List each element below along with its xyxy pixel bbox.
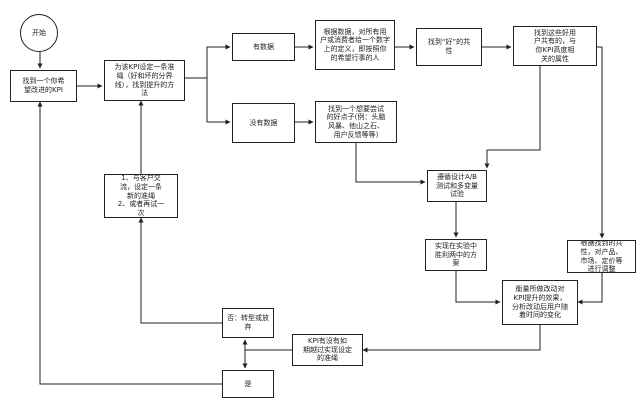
- yes-node: 是: [222, 370, 274, 398]
- has-data-node: 有数据: [232, 33, 295, 61]
- no-pivot-node: 否：转型或放 弃: [222, 308, 274, 338]
- no-data-label: 没有数据: [249, 118, 278, 127]
- no-data-node: 没有数据: [232, 103, 295, 143]
- find-user-traits-label: 找到这些好用 户共有的，与 你KPI高度相 关的属性: [534, 28, 576, 63]
- kpi-check-label: KPI有没有如 期越过实现设定 的准绳: [303, 336, 352, 363]
- edge-traits-productadjust: [597, 46, 605, 239]
- set-kpi-standard-node: 为该KPI设定一条准 绳（好和坏的分界 线），找到提升的方 法: [104, 60, 185, 101]
- set-kpi-standard-label: 为该KPI设定一条准 绳（好和坏的分界 线），找到提升的方 法: [114, 63, 175, 98]
- implement-experiment-label: 实现在实验中 胜利两中的方 案: [435, 241, 477, 268]
- edge-productadjust-measure: [577, 273, 603, 305]
- edge-kpicheck-nopivot: [242, 339, 292, 351]
- find-good-commonality-label: 找到“好”的共 性: [427, 38, 471, 55]
- has-data-label: 有数据: [253, 42, 274, 51]
- edge-measure-kpicheck: [362, 325, 541, 353]
- measure-effect-node: 衡量所做改动对 KPI提升的效果， 分析改动后用户随 着时间的变化: [502, 280, 578, 325]
- find-kpi-label: 找到一个你希 望改进的KPI: [22, 77, 65, 94]
- implement-experiment-node: 实现在实验中 胜利两中的方 案: [425, 239, 487, 271]
- customer-communication-label: 1、与客户交 流，设定一条 新的准绳 2、或者再试一 次: [117, 174, 165, 218]
- edge-standard-hasdata: [185, 44, 231, 79]
- product-adjust-node: 根据找到的共 性，对产品、 市场、定价等 进行调整: [567, 240, 636, 273]
- measure-effect-label: 衡量所做改动对 KPI提升的效果， 分析改动后用户随 着时间的变化: [512, 285, 568, 320]
- product-adjust-label: 根据找到的共 性，对产品、 市场、定价等 进行调整: [580, 240, 623, 273]
- edge-hypothesis-abtest: [355, 143, 426, 185]
- find-hypothesis-node: 找到一个想要尝试 的好点子(例：头脑 风暴、他山之石、 用户反馈等等): [315, 101, 397, 143]
- yes-label: 是: [244, 379, 252, 388]
- edge-standard-nodata: [206, 78, 231, 125]
- no-pivot-label: 否：转型或放 弃: [227, 314, 269, 331]
- find-kpi-node: 找到一个你希 望改进的KPI: [10, 70, 77, 102]
- kpi-check-node: KPI有没有如 期越过实现设定 的准绳: [292, 334, 363, 366]
- start-node-label: 开始: [32, 28, 46, 37]
- customer-communication-node: 1、与客户交 流，设定一条 新的准绳 2、或者再试一 次: [104, 174, 178, 218]
- edge-traits-abtest: [484, 66, 541, 169]
- ab-test-node: 遵循设计A/B 测试和多变量 试验: [427, 170, 487, 202]
- edge-implement-measure: [455, 271, 501, 305]
- find-hypothesis-label: 找到一个想要尝试 的好点子(例：头脑 风暴、他山之石、 用户反馈等等): [326, 104, 386, 139]
- find-good-commonality-node: 找到“好”的共 性: [416, 28, 482, 66]
- edge-nopivot-customer: [138, 217, 222, 324]
- data-analysis-label: 根据数据，对所有用 户或消费者给一个数字 上的定义，即按照你 的希望行事的人: [320, 27, 390, 62]
- start-node: 开始: [20, 14, 58, 52]
- find-user-traits-node: 找到这些好用 户共有的，与 你KPI高度相 关的属性: [513, 26, 597, 66]
- data-analysis-node: 根据数据，对所有用 户或消费者给一个数字 上的定义，即按照你 的希望行事的人: [315, 20, 395, 70]
- edge-yes-find: [37, 101, 222, 385]
- ab-test-label: 遵循设计A/B 测试和多变量 试验: [436, 172, 478, 199]
